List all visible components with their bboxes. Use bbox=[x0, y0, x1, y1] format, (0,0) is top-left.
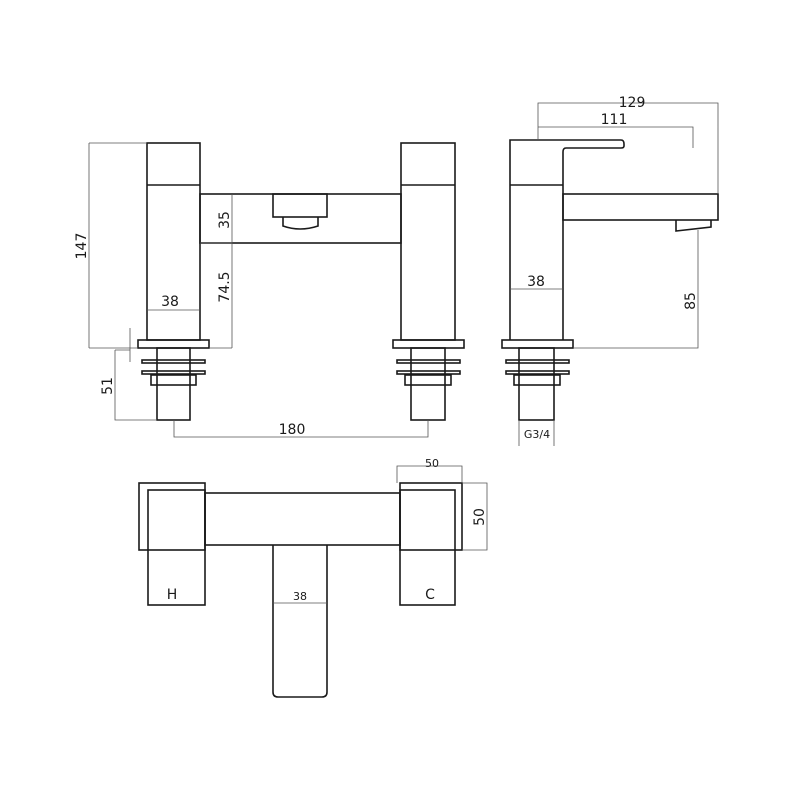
dim-lever-reach: 111 bbox=[601, 112, 628, 128]
dim-centres: 180 bbox=[279, 422, 306, 438]
dim-bridge-clearance: 74.5 bbox=[217, 271, 233, 302]
bridge-spout bbox=[199, 193, 402, 244]
dim-overall-height: 147 bbox=[74, 233, 90, 260]
top-view: H C 50 50 38 bbox=[138, 457, 488, 698]
side-view: 129 111 85 38 G3/4 bbox=[501, 95, 719, 446]
dim-handle-depth: 50 bbox=[472, 508, 488, 526]
right-pillar bbox=[392, 142, 465, 421]
dim-overall-depth: 129 bbox=[619, 95, 646, 111]
handle-label-hot: H bbox=[167, 587, 178, 603]
dim-shank-length: 51 bbox=[100, 377, 116, 395]
front-view: 147 35 74.5 38 51 180 bbox=[74, 142, 465, 438]
dim-pillar-width-front: 38 bbox=[161, 294, 179, 310]
handle-label-cold: C bbox=[425, 587, 435, 603]
dim-pillar-width-side: 38 bbox=[527, 274, 545, 290]
dimension-lines bbox=[88, 142, 429, 438]
dim-thread: G3/4 bbox=[524, 428, 550, 441]
dim-spout-width-top: 38 bbox=[293, 590, 307, 603]
dim-handle-width: 50 bbox=[425, 457, 439, 470]
left-pillar bbox=[137, 142, 210, 421]
dim-bridge-height: 35 bbox=[217, 211, 233, 229]
dim-spout-height: 85 bbox=[683, 292, 699, 310]
